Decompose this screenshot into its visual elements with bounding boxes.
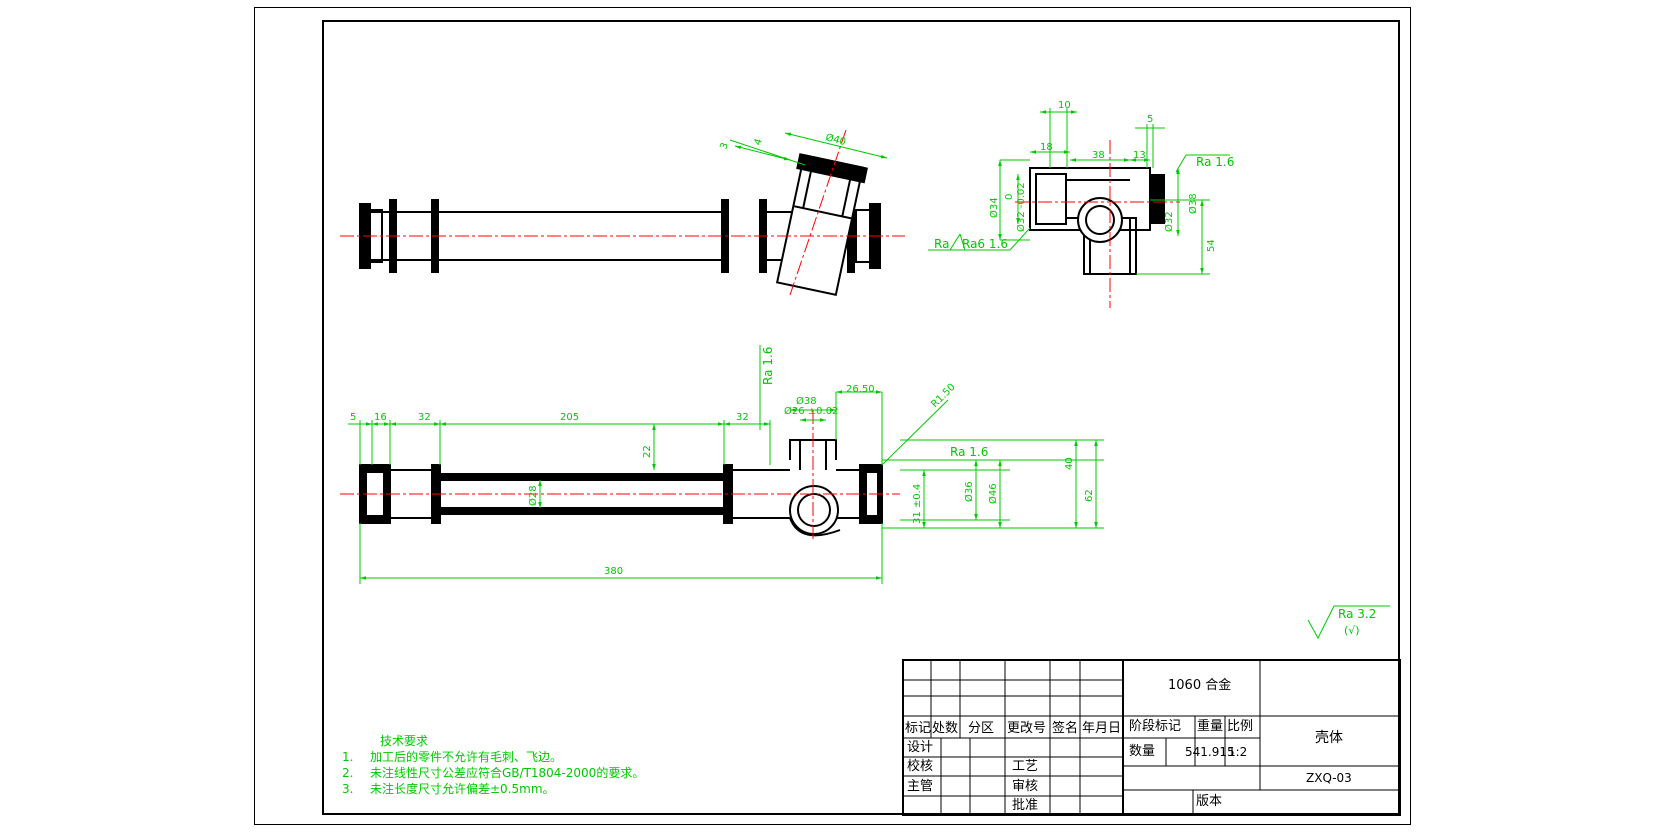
- dim-dia34: Ø34: [988, 197, 1000, 218]
- dim-205: 205: [560, 412, 579, 423]
- dim-38: 38: [1092, 150, 1105, 161]
- main-view: 5 16 32 205 32 22 Ø28 Ø38 Ø26 ±0.02 26.5…: [340, 345, 1104, 584]
- ra-general-sub: (√): [1344, 624, 1360, 637]
- dim-13: 13: [1133, 150, 1146, 161]
- note-item: 1.加工后的零件不允许有毛刺、飞边。: [342, 750, 563, 764]
- dim-4: 4: [752, 137, 765, 147]
- note-item: 3.未注长度尺寸允许偏差±0.5mm。: [342, 782, 555, 796]
- dim-dia28: Ø28: [527, 485, 539, 506]
- ra6-label: Ra6 1.6: [962, 237, 1008, 251]
- notes-title: 技术要求: [380, 734, 429, 748]
- dim-3: 3: [718, 141, 731, 151]
- top-view: 3 4 Ø40: [340, 129, 905, 297]
- ra-main-right: Ra 1.6: [950, 445, 988, 459]
- dim-dia38: Ø38: [796, 395, 817, 407]
- dim-5: 5: [1147, 114, 1153, 125]
- dim-dia40: Ø40: [824, 131, 847, 148]
- technical-requirements: 技术要求 1.加工后的零件不允许有毛刺、飞边。 2.未注线性尺寸公差应符合GB/…: [342, 733, 644, 797]
- ra-label: Ra: [934, 237, 949, 251]
- title-block-grid: [902, 659, 1401, 816]
- side-view: 10 5 18 38 13 Ø34 0 Ø32 -0.02 Ø32 Ø38 54…: [928, 100, 1234, 308]
- outer-border: [254, 7, 1411, 825]
- dim-32b: 32: [736, 412, 749, 423]
- dim-22: 22: [642, 445, 653, 458]
- dim-r150: R1.50: [929, 382, 957, 410]
- dim-dia26: Ø26 ±0.02: [784, 405, 838, 417]
- dim-54: 54: [1206, 239, 1217, 252]
- dim-380: 380: [604, 566, 623, 577]
- drawing-frame: [322, 20, 1400, 815]
- dim-dia38: Ø38: [1187, 193, 1199, 214]
- dim-0: 0: [1004, 194, 1015, 200]
- dim-31: 31 ±0.4: [912, 484, 923, 524]
- ra-side: Ra 1.6: [1196, 155, 1234, 169]
- dim-dia32-tol: Ø32 -0.02: [1015, 182, 1027, 232]
- dim-10: 10: [1058, 100, 1071, 111]
- dim-18: 18: [1040, 142, 1053, 153]
- note-item: 2.未注线性尺寸公差应符合GB/T1804-2000的要求。: [342, 766, 645, 780]
- dim-40: 40: [1064, 457, 1075, 470]
- dim-dia46: Ø46: [987, 483, 999, 504]
- dim-dia32b: Ø32: [1163, 211, 1175, 232]
- dim-62: 62: [1084, 489, 1095, 502]
- ra-main-top: Ra 1.6: [761, 347, 775, 385]
- dim-32a: 32: [418, 412, 431, 423]
- dim-2650: 26.50: [846, 384, 875, 395]
- dim-16: 16: [374, 412, 387, 423]
- dim-dia36: Ø36: [963, 481, 975, 502]
- general-roughness-symbol: Ra 3.2 (√): [1307, 605, 1390, 640]
- ra-general: Ra 3.2: [1338, 607, 1376, 621]
- dim-main-5: 5: [350, 412, 356, 423]
